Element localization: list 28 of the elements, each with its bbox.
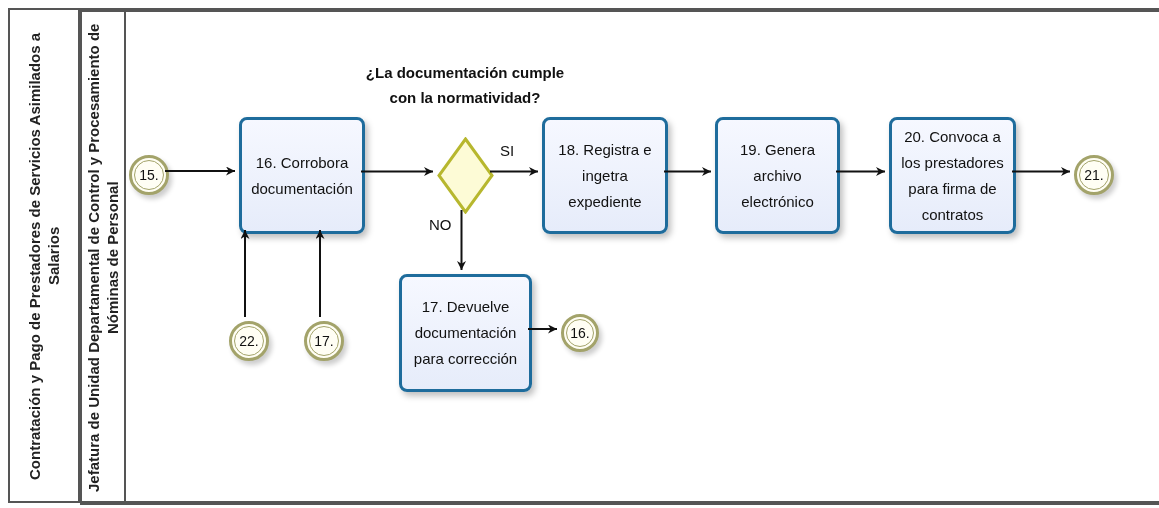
- task-label: 19. Genera archivo electrónico: [738, 139, 817, 212]
- task-box: [542, 117, 668, 234]
- task-label: 17. Devuelve documentación para corrección: [412, 297, 519, 369]
- event-label: 16.: [570, 323, 590, 343]
- decision-question: ¿La documentación cumple con la normatividad?: [364, 63, 566, 108]
- task-box: [239, 117, 365, 234]
- arrow: [663, 167, 712, 176]
- arrow: [360, 167, 434, 176]
- task-box: [399, 274, 532, 392]
- arrow: [315, 229, 325, 318]
- event-label: 15.: [139, 165, 159, 185]
- task-label: 16. Corrobora documentación: [250, 152, 354, 199]
- lane-title: Jefatura de Unidad Departamental de Control y Procesamiento de Nóminas de Personal: [84, 22, 122, 494]
- task-label: 20. Convoca a los prestadores para firma de contratos: [900, 126, 1005, 225]
- arrow: [835, 167, 886, 176]
- arrow: [164, 166, 236, 176]
- event-label: 17.: [314, 331, 334, 351]
- event-label: 22.: [239, 331, 259, 351]
- arrow: [240, 229, 250, 318]
- arrow: [527, 324, 558, 334]
- task-label: 18. Registra e ingetra expediente: [557, 139, 653, 212]
- arrow: [457, 209, 466, 271]
- arrow: [489, 167, 539, 176]
- pool-title: Contratación y Pago de Prestadores de Servicios Asimilados a Salarios: [25, 30, 63, 482]
- arrow: [1011, 167, 1071, 176]
- event-label: 21.: [1084, 165, 1104, 185]
- task-box: [715, 117, 840, 234]
- task-box: [889, 117, 1016, 234]
